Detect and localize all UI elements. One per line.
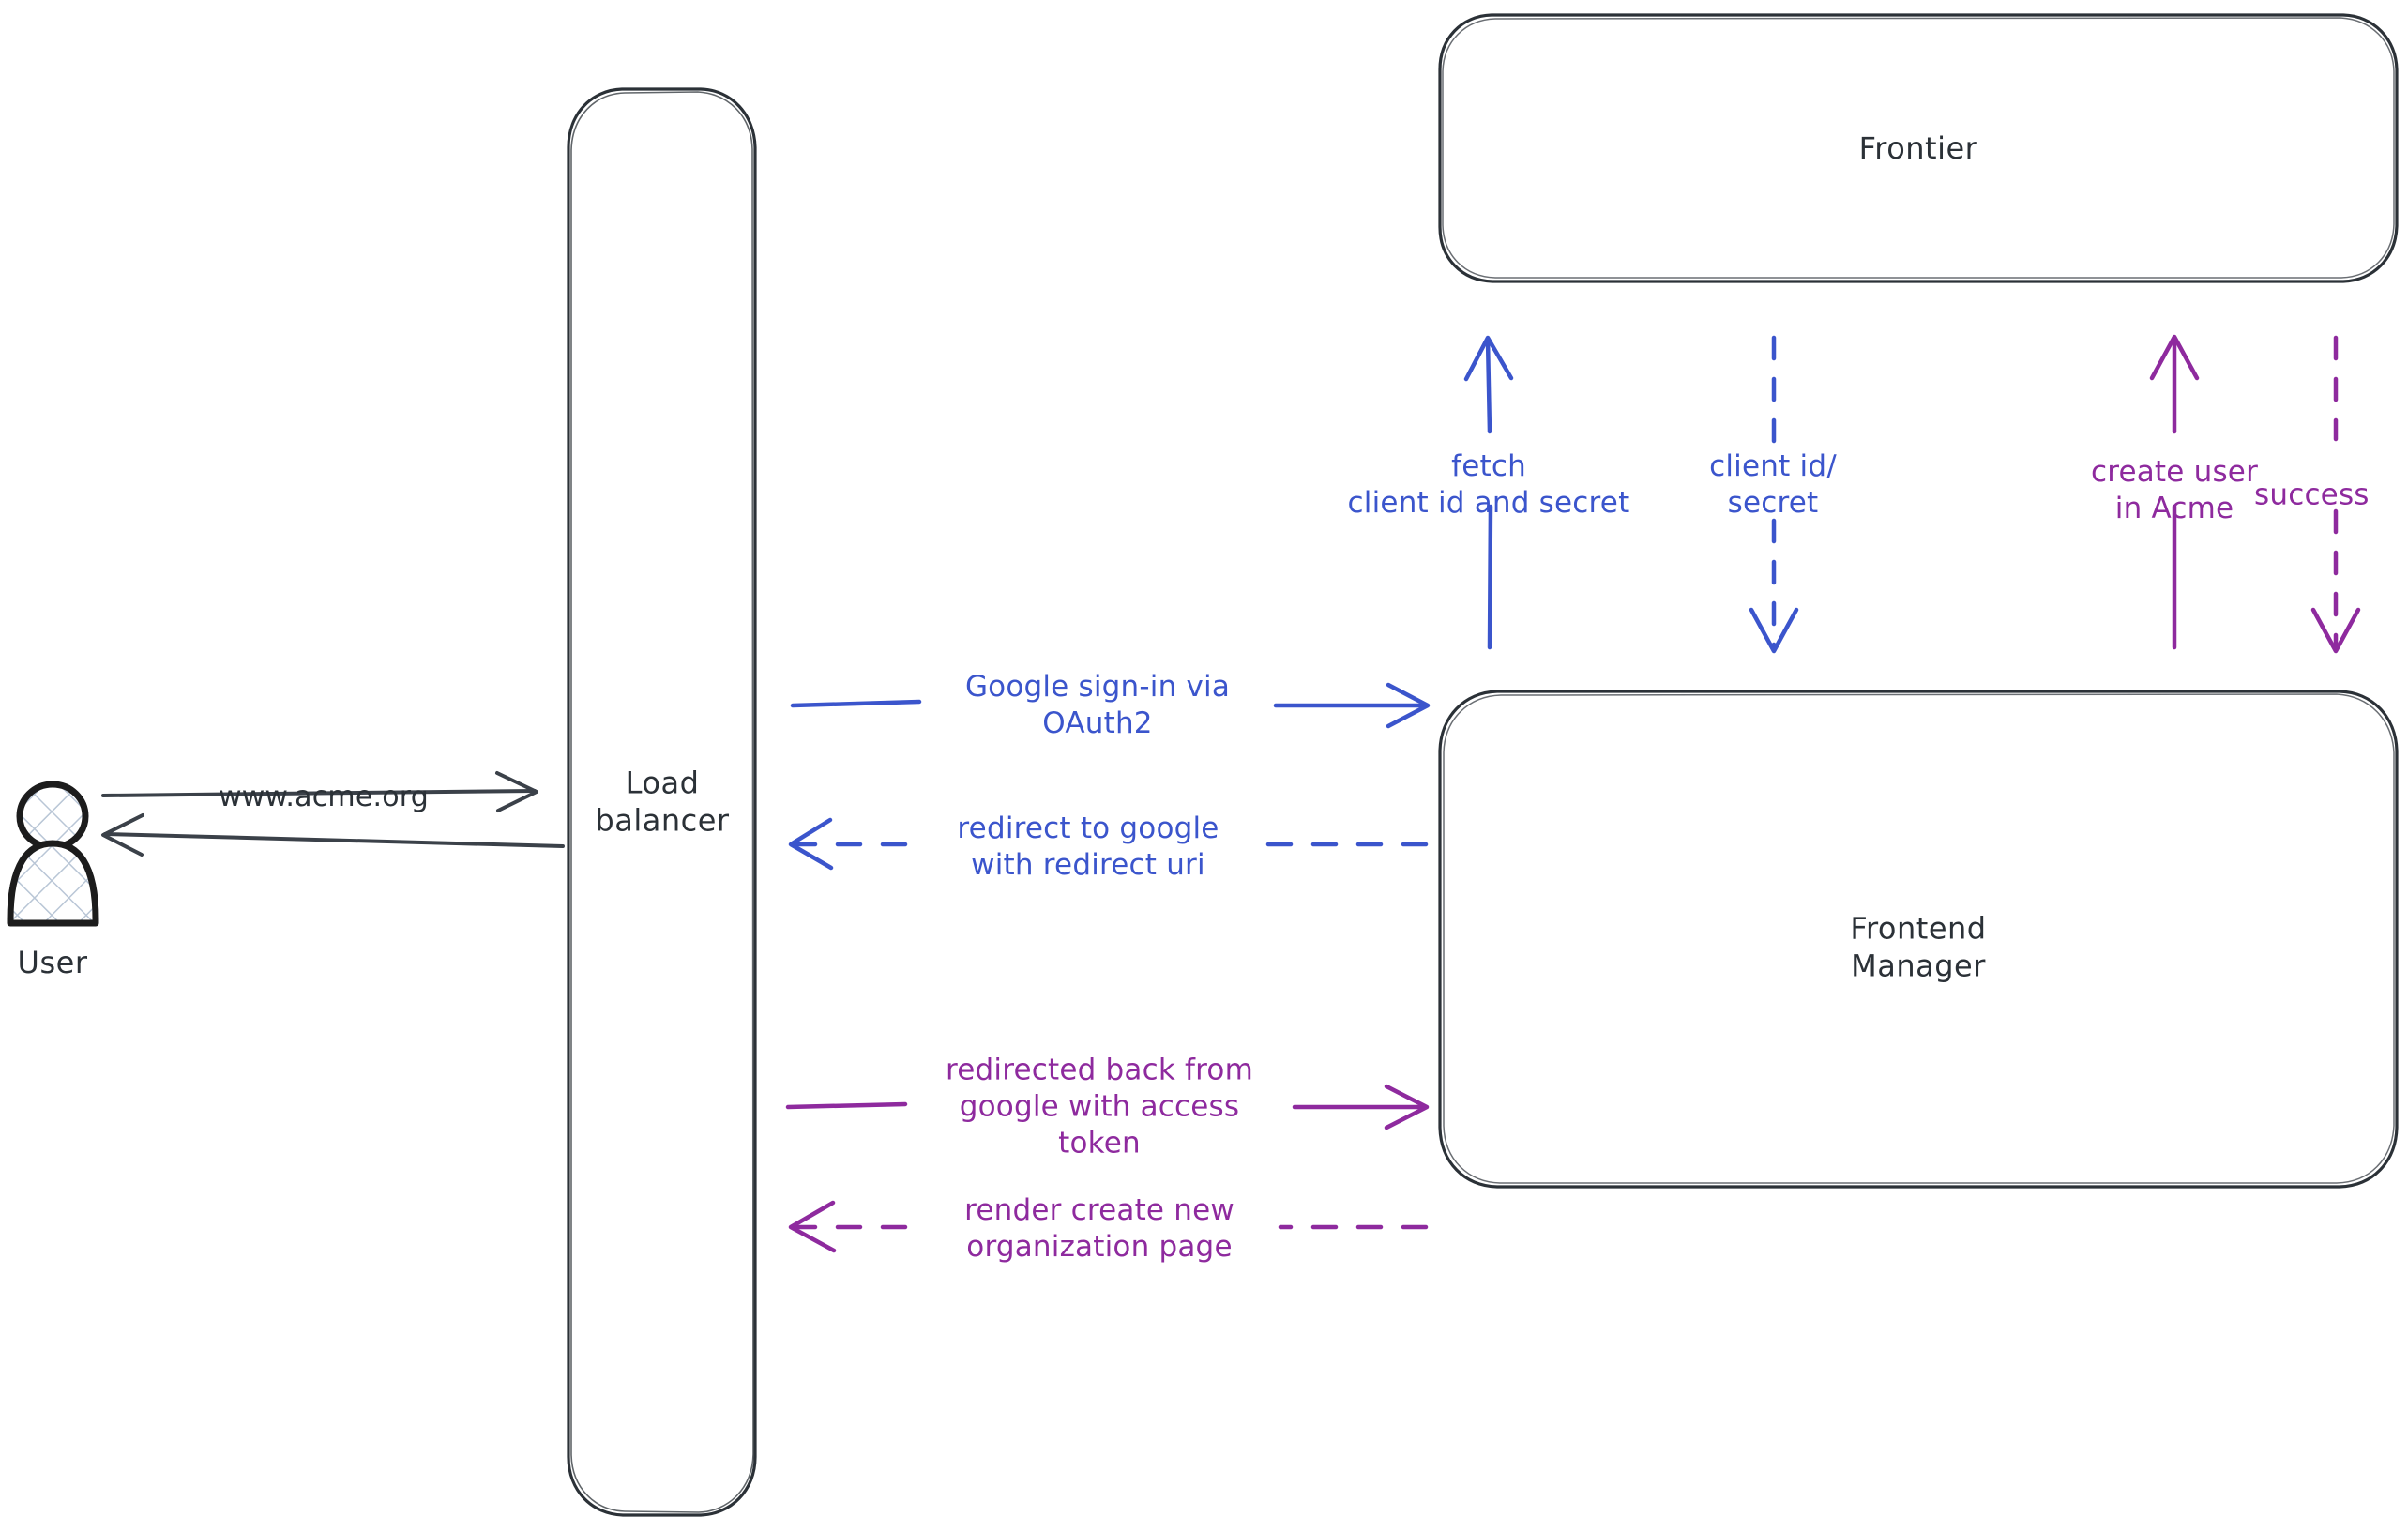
frontend-manager-node[interactable] [1438, 690, 2399, 1189]
edge-create-user-in-acme [2149, 334, 2200, 650]
load-balancer-node[interactable] [567, 87, 757, 1517]
edge-user-to-loadbalancer [101, 771, 538, 812]
person-icon [7, 781, 99, 927]
frontier-node[interactable] [1438, 13, 2399, 283]
edge-success-response [2310, 335, 2361, 654]
edge-redirected-back-token [785, 1084, 1430, 1130]
edge-google-signin [790, 682, 1431, 729]
edge-redirect-to-google [788, 817, 1429, 871]
edge-render-create-org [788, 1200, 1429, 1253]
edge-loadbalancer-to-user [101, 813, 565, 857]
edge-fetch-client-id-secret [1463, 335, 1514, 650]
edge-client-id-secret-response [1749, 335, 1799, 654]
